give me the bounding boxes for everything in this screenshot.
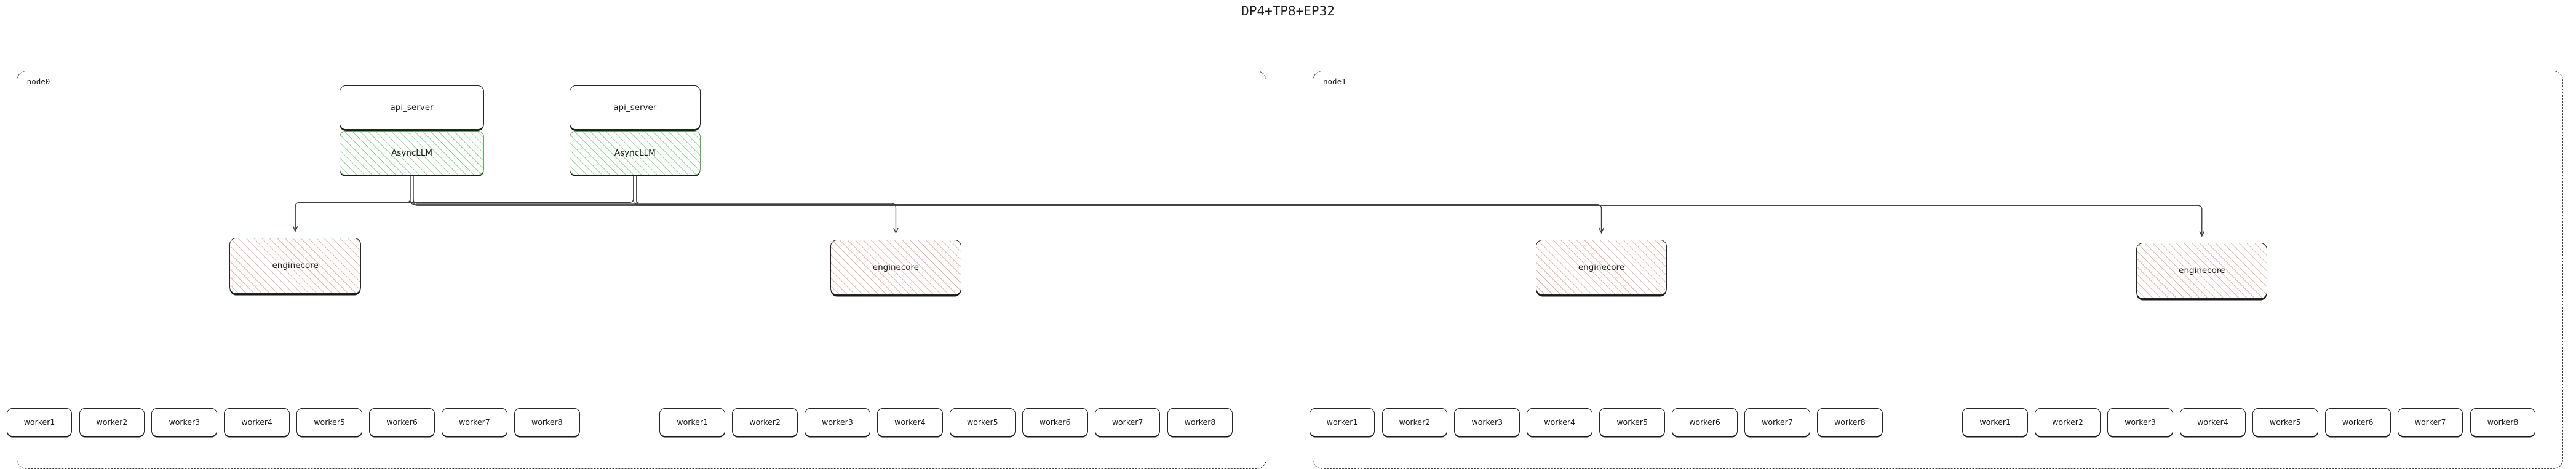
async-llm-box[interactable]: AsyncLLM: [569, 131, 701, 176]
enginecore-box[interactable]: enginecore: [2136, 242, 2268, 299]
worker-box[interactable]: worker2: [1381, 408, 1448, 436]
worker-box[interactable]: worker4: [1527, 408, 1593, 436]
cluster-label-node1: node1: [1323, 76, 1346, 86]
worker-box[interactable]: worker8: [1167, 408, 1233, 436]
worker-box[interactable]: worker1: [6, 408, 73, 436]
worker-box[interactable]: worker6: [1022, 408, 1088, 436]
worker-box[interactable]: worker4: [2180, 408, 2246, 436]
worker-box[interactable]: worker1: [659, 408, 726, 436]
api-server-box[interactable]: api_server: [569, 85, 701, 130]
worker-box[interactable]: worker2: [732, 408, 798, 436]
worker-box[interactable]: worker4: [877, 408, 943, 436]
enginecore-box[interactable]: enginecore: [1535, 239, 1668, 296]
worker-box[interactable]: worker7: [1744, 408, 1810, 436]
worker-box[interactable]: worker6: [2324, 408, 2391, 436]
worker-box[interactable]: worker6: [1672, 408, 1738, 436]
worker-box[interactable]: worker7: [442, 408, 507, 436]
worker-box[interactable]: worker8: [1817, 408, 1883, 436]
worker-box[interactable]: worker1: [1309, 408, 1375, 436]
worker-box[interactable]: worker5: [2252, 408, 2318, 436]
worker-box[interactable]: worker2: [2035, 408, 2101, 436]
worker-box[interactable]: worker8: [2470, 408, 2536, 436]
worker-box[interactable]: worker1: [1962, 408, 2029, 436]
worker-box[interactable]: worker3: [1454, 408, 1521, 436]
async-llm-box[interactable]: AsyncLLM: [340, 131, 484, 176]
worker-box[interactable]: worker5: [949, 408, 1016, 436]
enginecore-box[interactable]: enginecore: [229, 237, 361, 294]
worker-box[interactable]: worker6: [369, 408, 435, 436]
worker-box[interactable]: worker3: [805, 408, 870, 436]
worker-box[interactable]: worker5: [1599, 408, 1665, 436]
worker-box[interactable]: worker7: [1094, 408, 1161, 436]
worker-box[interactable]: worker5: [296, 408, 362, 436]
worker-box[interactable]: worker2: [79, 408, 145, 436]
cluster-label-node0: node0: [26, 76, 50, 86]
worker-box[interactable]: worker8: [514, 408, 580, 436]
node-cluster-node0: node0: [16, 70, 1267, 469]
worker-box[interactable]: worker7: [2397, 408, 2463, 436]
node-cluster-node1: node1: [1313, 70, 2563, 469]
page-title: DP4+TP8+EP32: [1241, 4, 1335, 18]
worker-box[interactable]: worker3: [151, 408, 218, 436]
worker-box[interactable]: worker3: [2107, 408, 2173, 436]
enginecore-box[interactable]: enginecore: [830, 239, 962, 296]
api-server-box[interactable]: api_server: [340, 85, 484, 130]
worker-box[interactable]: worker4: [224, 408, 290, 436]
